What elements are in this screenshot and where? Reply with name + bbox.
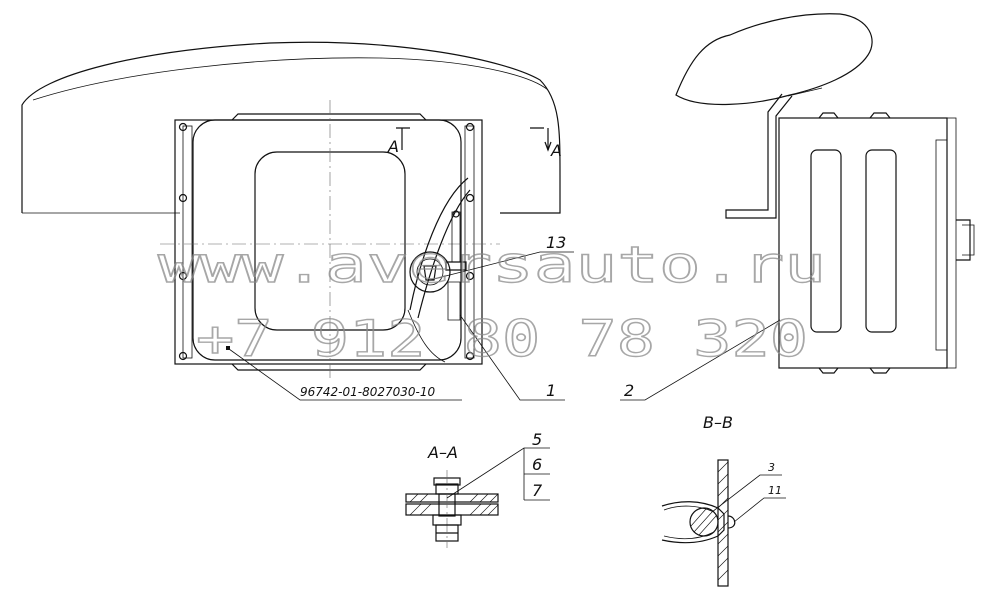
section-a-left-label: A bbox=[387, 137, 399, 156]
callout-2: 2 bbox=[624, 381, 634, 400]
box-front bbox=[192, 119, 462, 361]
bolt-holes bbox=[178, 122, 475, 361]
leader-13 bbox=[429, 251, 574, 281]
part-number-leader bbox=[228, 348, 462, 401]
callout-11: 11 bbox=[768, 484, 782, 497]
front-view: A A 96742-01-8027030-10 1 13 bbox=[21, 41, 574, 401]
watermark-site: www.aversauto.ru bbox=[158, 236, 826, 294]
watermark: www.aversauto.ru +7 912 80 78 320 bbox=[157, 235, 826, 368]
body-outline bbox=[21, 41, 561, 214]
bb-clip bbox=[661, 501, 725, 544]
aa-hatching bbox=[409, 493, 499, 516]
section-marks-a bbox=[396, 127, 552, 152]
callout-1: 1 bbox=[546, 381, 556, 400]
section-a-right-label: A bbox=[550, 141, 562, 160]
side-slot-left bbox=[810, 149, 842, 333]
side-slot-right bbox=[865, 149, 897, 333]
section-bb-title: B–B bbox=[703, 413, 733, 432]
seat-cushion bbox=[675, 13, 873, 106]
callout-5: 5 bbox=[532, 430, 542, 449]
callout-6: 6 bbox=[532, 455, 542, 474]
leader-2 bbox=[620, 319, 781, 401]
watermark-phone: +7 912 80 78 320 bbox=[196, 310, 808, 368]
section-b-b: B–B 3 11 bbox=[661, 413, 786, 587]
leader-11 bbox=[733, 497, 786, 523]
section-aa-title: A–A bbox=[427, 443, 458, 462]
lock-assembly bbox=[407, 177, 471, 363]
leader-1 bbox=[459, 314, 565, 401]
note-marker bbox=[226, 346, 230, 350]
callout-3: 3 bbox=[768, 461, 775, 474]
side-view: 2 bbox=[620, 13, 975, 401]
section-a-a: A–A 5 6 7 bbox=[405, 430, 550, 548]
callout-7: 7 bbox=[532, 481, 543, 500]
leader-3 bbox=[711, 474, 782, 513]
bb-rod-hatching bbox=[690, 508, 717, 536]
part-number-label: 96742-01-8027030-10 bbox=[300, 385, 436, 399]
callout-13: 13 bbox=[546, 233, 566, 252]
bb-wall-hatching bbox=[717, 461, 729, 581]
